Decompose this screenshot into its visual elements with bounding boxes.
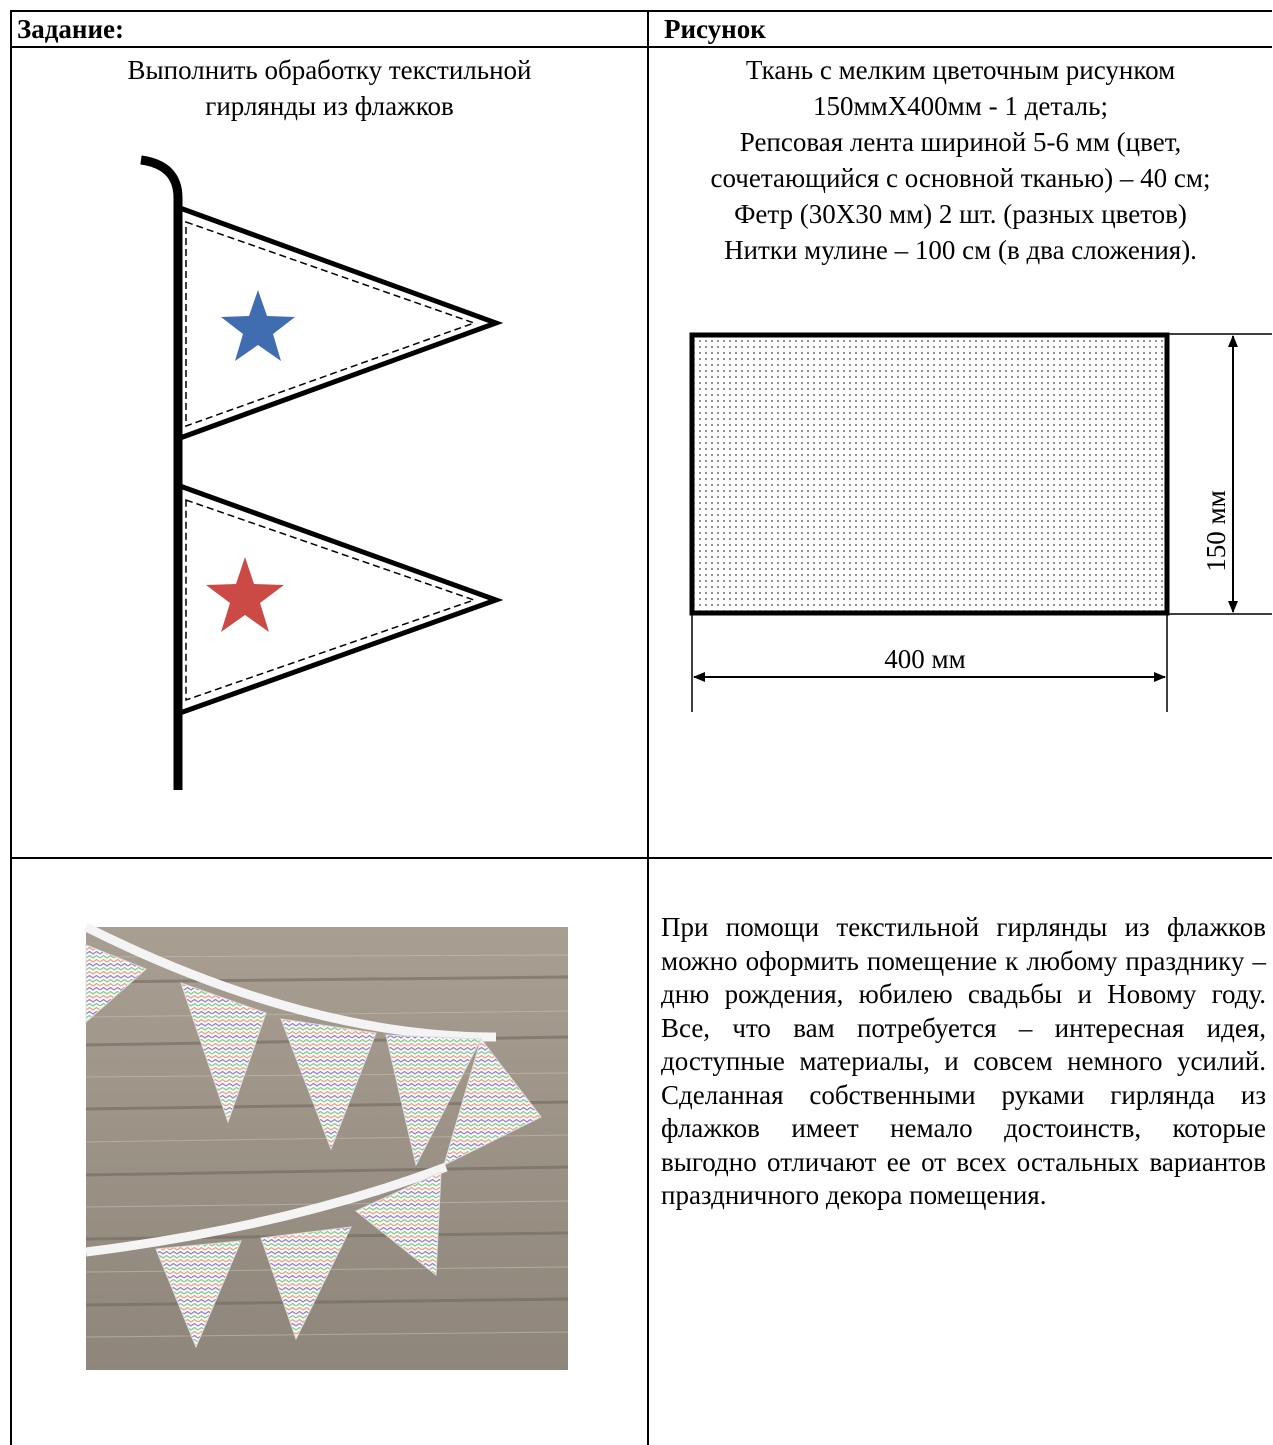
- flag-top: [177, 204, 504, 442]
- table-divider-header: [10, 46, 1272, 48]
- flagpole: [140, 155, 183, 790]
- bunting-photo: [83, 922, 569, 1370]
- table-divider-row: [10, 857, 1272, 859]
- header-drawing: Рисунок: [664, 14, 766, 44]
- blue-star-icon: [221, 290, 295, 361]
- table-divider-vertical: [647, 10, 649, 1445]
- materials-line: Фетр (30X30 мм) 2 шт. (разных цветов): [734, 199, 1187, 229]
- bunting-string-lower: [85, 1162, 448, 1257]
- header-task: Задание:: [17, 14, 124, 44]
- materials-list: Ткань с мелким цветочным рисунком 150ммX…: [649, 52, 1272, 268]
- task-line: гирлянды из флажков: [205, 91, 454, 121]
- task-line: Выполнить обработку текстильной: [127, 55, 532, 85]
- fabric-drawing: 400 мм 150 мм: [689, 332, 1272, 712]
- bunting-flag: [385, 1034, 482, 1167]
- table-border-top: [10, 10, 1272, 12]
- materials-line: 150ммX400мм - 1 деталь;: [813, 91, 1108, 121]
- materials-line: сочетающийся с основной тканью) – 40 см;: [710, 163, 1211, 193]
- width-label: 400 мм: [884, 644, 965, 674]
- materials-line: Репсовая лента шириной 5-6 мм (цвет,: [739, 127, 1182, 157]
- flags-illustration: [140, 155, 504, 790]
- materials-line: Ткань с мелким цветочным рисунком: [745, 55, 1176, 85]
- flag-bottom: [177, 482, 504, 717]
- description-paragraph: При помощи текстильной гирлянды из флажк…: [661, 912, 1266, 1210]
- materials-line: Нитки мулине – 100 см (в два сложения).: [724, 235, 1197, 265]
- table-border-left: [10, 10, 12, 1445]
- task-text: Выполнить обработку текстильной гирлянды…: [12, 52, 647, 124]
- bunting-flag: [260, 1226, 352, 1341]
- fabric-piece: [689, 332, 1170, 616]
- red-star-icon: [206, 557, 284, 632]
- bunting-flag: [85, 944, 147, 1024]
- bunting-flag: [355, 1171, 442, 1277]
- height-label: 150 мм: [1201, 490, 1231, 571]
- bunting-flag: [280, 1018, 377, 1151]
- bunting-flag: [443, 1037, 542, 1166]
- bunting-flag: [155, 1240, 242, 1349]
- bunting-flag: [180, 982, 267, 1124]
- bunting-string-upper: [83, 922, 497, 1042]
